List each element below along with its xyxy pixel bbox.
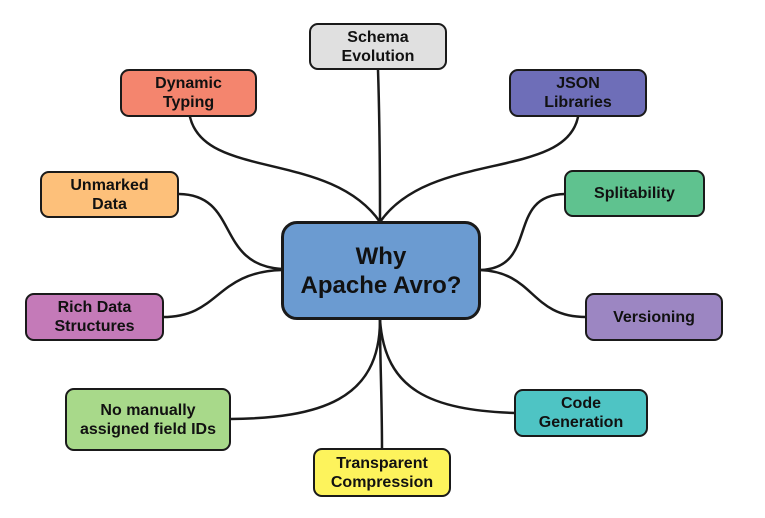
connector-dynamic-typing [188, 115, 382, 224]
connector-versioning [478, 268, 588, 319]
node-dynamic-typing: Dynamic Typing [120, 69, 257, 117]
node-no-manual-field-ids: No manually assigned field IDs [65, 388, 231, 451]
connector-rich-data-structures [161, 268, 284, 319]
connector-code-generation [378, 318, 517, 415]
node-schema-evolution: Schema Evolution [309, 23, 447, 70]
connector-unmarked-data [177, 192, 284, 271]
node-transparent-compression: Transparent Compression [313, 448, 451, 497]
connector-transparent-compression [378, 318, 384, 451]
connector-no-manual-field-ids [228, 318, 382, 421]
connector-schema-evolution [376, 68, 382, 224]
node-code-generation: Code Generation [514, 389, 648, 437]
node-rich-data-structures: Rich Data Structures [25, 293, 164, 341]
central-topic-why-apache-avro: Why Apache Avro? [281, 221, 481, 320]
node-splitability: Splitability [564, 170, 705, 217]
connector-json-libraries [378, 115, 580, 224]
node-versioning: Versioning [585, 293, 723, 341]
connector-splitability [478, 192, 567, 272]
node-json-libraries: JSON Libraries [509, 69, 647, 117]
node-unmarked-data: Unmarked Data [40, 171, 179, 218]
